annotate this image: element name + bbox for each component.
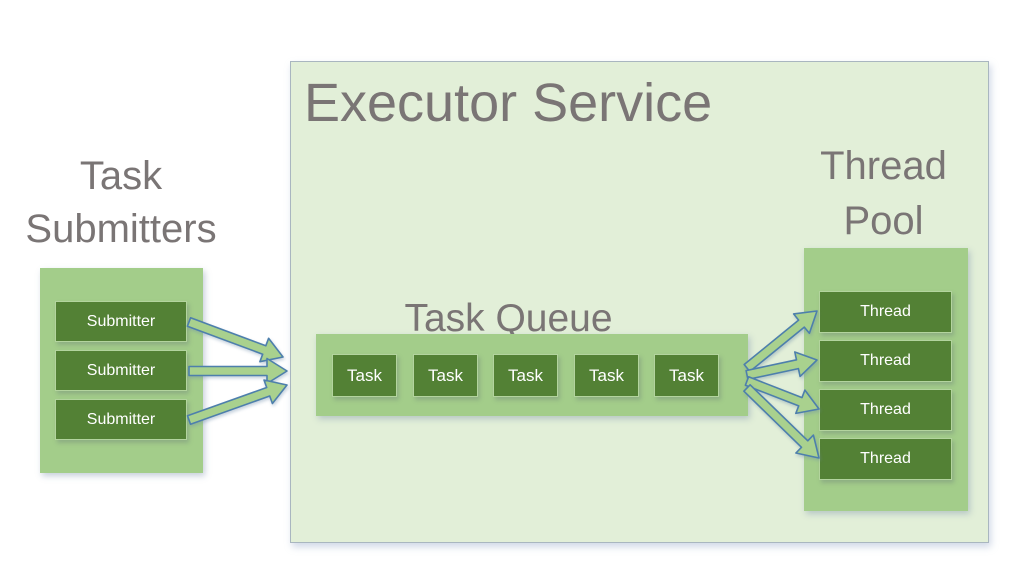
task-node: Task: [654, 354, 719, 397]
task-submitters-heading: Task Submitters: [8, 150, 234, 256]
thread-node: Thread: [819, 340, 952, 382]
executor-service-title: Executor Service: [304, 73, 713, 133]
task-node: Task: [574, 354, 639, 397]
thread-node: Thread: [819, 389, 952, 431]
task-node: Task: [493, 354, 558, 397]
thread-node: Thread: [819, 438, 952, 480]
submitter-node: Submitter: [55, 399, 187, 440]
submitter-node: Submitter: [55, 350, 187, 391]
task-submitters-group: Submitter Submitter Submitter: [40, 268, 203, 473]
executor-service-box: Executor Service Thread Pool Thread Thre…: [290, 61, 989, 543]
submitter-2-to-queue-arrow: [188, 357, 288, 385]
submitter-node: Submitter: [55, 301, 187, 342]
task-queue-group: Task Task Task Task Task: [316, 334, 748, 416]
thread-pool-heading-line1: Thread: [820, 144, 947, 188]
task-submitters-heading-line2: Submitters: [25, 207, 217, 251]
thread-pool-heading-line2: Pool: [843, 199, 924, 243]
thread-pool-heading: Thread Pool: [791, 139, 976, 249]
thread-node: Thread: [819, 291, 952, 333]
task-node: Task: [413, 354, 478, 397]
thread-pool-group: Thread Thread Thread Thread: [804, 248, 968, 511]
task-node: Task: [332, 354, 397, 397]
task-submitters-heading-line1: Task: [79, 154, 163, 198]
task-queue-heading: Task Queue: [404, 297, 613, 340]
